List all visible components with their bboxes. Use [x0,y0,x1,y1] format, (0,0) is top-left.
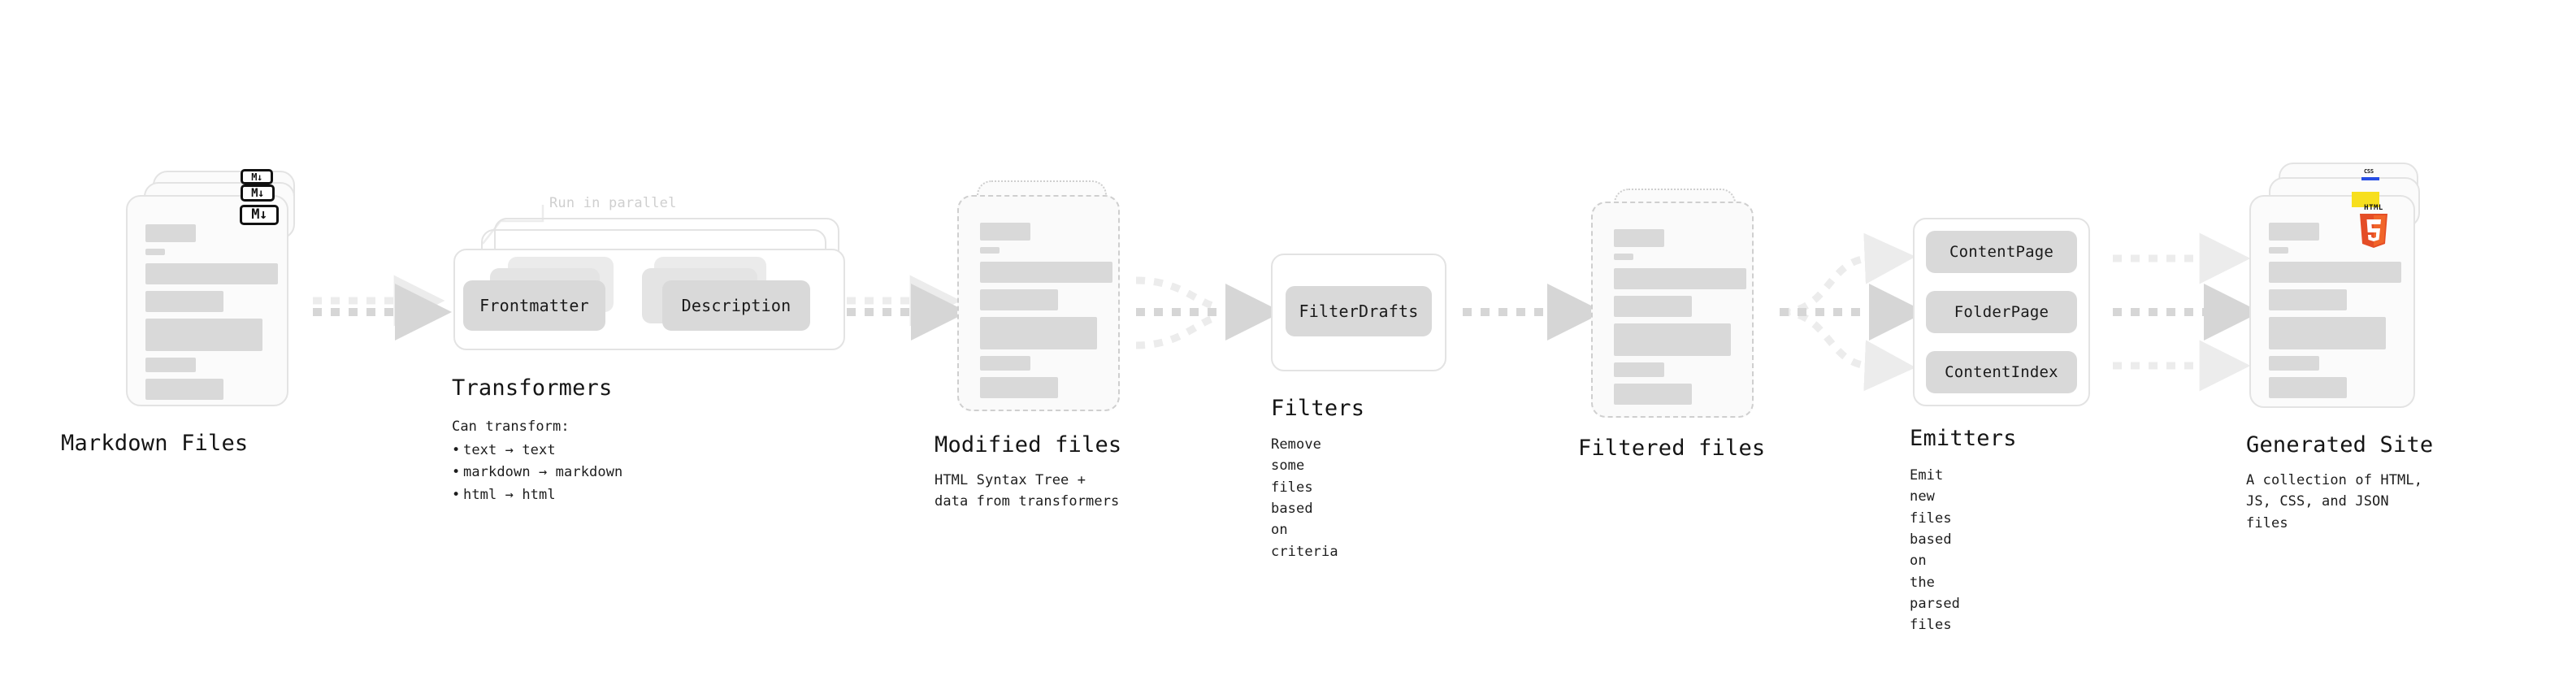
skeleton-bar [1614,362,1664,377]
skeleton-bar [1614,296,1692,317]
skeleton-bar [1614,254,1633,260]
skeleton-bar [145,319,262,351]
markdown-badge: M↓ [241,169,273,184]
markdown-badge: M↓ [240,205,279,225]
chip-description-label: Description [681,296,791,315]
stage-title-generated-site: Generated Site [2246,432,2434,458]
transformers-bullet-list: text → text markdown → markdown html → h… [452,440,622,506]
markdown-badge-label: M↓ [251,206,267,223]
stage-generated-site: CSS HTML Generated Site A collection of … [2246,163,2433,531]
skeleton-bar [1614,323,1731,356]
modified-card-stack [957,180,1132,416]
skeleton-bar [1614,268,1746,289]
skeleton-bar [1614,229,1664,247]
stage-subtitle-generated-site: A collection of HTML, JS, CSS, and JSON … [2246,472,2423,531]
list-item: text → text [452,440,622,462]
chip-contentindex[interactable]: ContentIndex [1926,351,2077,393]
skeleton-bar [145,263,278,284]
stage-title-markdown-files: Markdown Files [61,431,249,456]
generated-card-skeleton [2251,197,2413,406]
stage-subtitle-emitters: Emit new files based on the parsed files [1910,467,1961,634]
html5-badge: HTML [2351,202,2396,249]
connector-modified-to-filters [1135,276,1282,349]
generated-card-stack: CSS HTML [2249,163,2432,408]
connector-emitters-to-site [2113,232,2261,392]
skeleton-bar [980,223,1030,241]
skeleton-bar [2269,377,2347,398]
skeleton-bar [980,247,1000,254]
skeleton-bar [2269,356,2319,371]
svg-text:HTML: HTML [2364,204,2383,212]
filtered-card-front[interactable] [1591,202,1754,418]
run-in-parallel-note: Run in parallel [549,195,677,211]
stage-subtitle-modified-files: HTML Syntax Tree + data from transformer… [935,472,1120,510]
skeleton-bar [980,377,1058,398]
chip-contentindex-label: ContentIndex [1945,363,2058,381]
stage-filtered-files: Filtered files [1578,189,1766,461]
chip-contentpage-label: ContentPage [1949,243,2054,261]
skeleton-bar [980,356,1030,371]
skeleton-bar [145,379,223,400]
markdown-badge-label: M↓ [251,186,264,200]
stage-title-modified-files: Modified files [935,432,1122,458]
markdown-card-stack: M↓ M↓ M↓ [126,169,301,414]
skeleton-bar [145,291,223,312]
stage-title-filters: Filters [1271,396,1365,421]
skeleton-bar [980,289,1058,310]
stage-title-filtered-files: Filtered files [1578,436,1766,461]
markdown-card-skeleton [128,197,287,405]
markdown-card-front[interactable] [126,195,288,406]
html5-icon: HTML [2360,204,2387,248]
chip-frontmatter-label: Frontmatter [479,296,589,315]
list-item: html → html [452,484,622,506]
chip-folderpage[interactable]: FolderPage [1926,291,2077,333]
stage-modified-files: Modified files HTML Syntax Tree + data f… [935,180,1132,510]
skeleton-bar [1614,384,1692,405]
list-item: markdown → markdown [452,462,622,484]
transformers-bullets-lead: Can transform: [452,419,570,435]
stage-markdown-files: M↓ M↓ M↓ Markdown Files [61,169,301,456]
skeleton-bar [2269,247,2288,254]
skeleton-bar [2269,223,2319,241]
skeleton-bar [980,262,1112,283]
chip-filterdrafts[interactable]: FilterDrafts [1286,286,1432,336]
chip-contentpage[interactable]: ContentPage [1926,231,2077,273]
filtered-card-stack [1591,189,1766,424]
connector-filtered-to-emitters [1780,232,1926,392]
stage-title-emitters: Emitters [1910,426,2017,451]
skeleton-bar [145,224,196,242]
transformers-bullets: Can transform: text → text markdown → ma… [452,416,622,506]
filtered-card-skeleton [1593,203,1752,416]
generated-card-front[interactable] [2249,195,2415,408]
skeleton-bar [2269,262,2401,283]
skeleton-bar [145,358,196,372]
js-badge [2352,192,2379,207]
chip-filterdrafts-label: FilterDrafts [1299,301,1419,321]
modified-card-front[interactable] [957,195,1120,411]
skeleton-bar [2269,317,2386,349]
skeleton-bar [145,249,165,255]
chip-frontmatter[interactable]: Frontmatter [463,280,605,331]
stage-title-transformers: Transformers [452,375,613,401]
stage-subtitle-filters: Remove some files based on criteria [1271,436,1338,560]
markdown-badge: M↓ [241,184,275,202]
chip-description[interactable]: Description [662,280,810,331]
modified-card-skeleton [959,197,1118,410]
chip-folderpage-label: FolderPage [1954,303,2049,321]
markdown-badge-label: M↓ [251,171,262,183]
css-badge [2361,177,2379,180]
css-badge-label: CSS [2364,168,2374,175]
connector-md-to-transformers [313,275,452,340]
skeleton-bar [980,317,1097,349]
skeleton-bar [2269,289,2347,310]
